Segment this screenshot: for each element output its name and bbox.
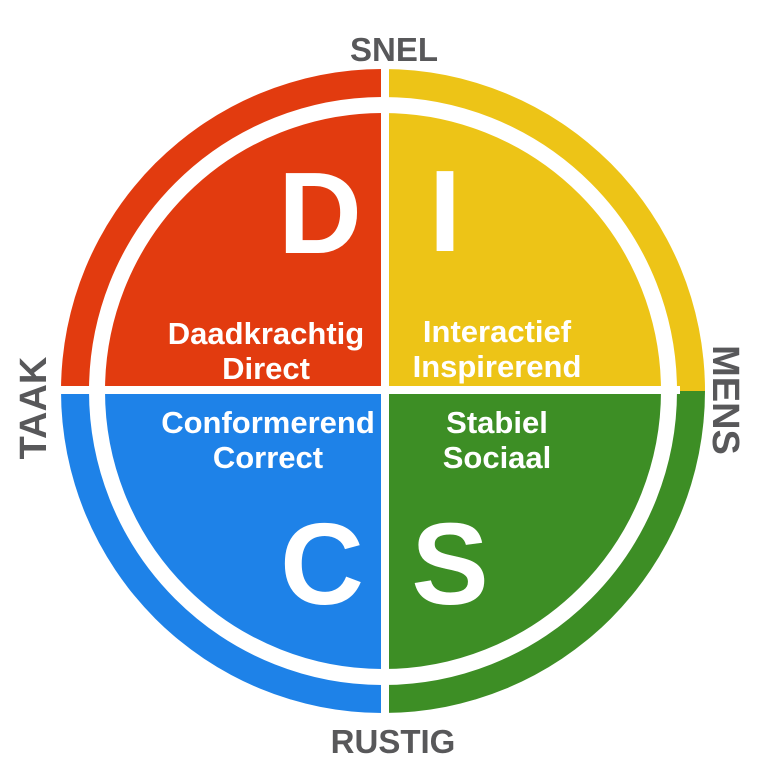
letter-i: I — [429, 146, 461, 276]
axis-label-left-taak: TAAK — [13, 356, 55, 459]
trait-daadkrachtig: Daadkrachtig — [168, 316, 364, 351]
letter-d: D — [278, 148, 362, 278]
quadrant-s-bottom-right — [383, 391, 705, 713]
letter-c: C — [280, 499, 364, 629]
trait-conformerend: Conformerend — [161, 405, 375, 440]
quadrant-c-bottom-left — [61, 391, 383, 713]
trait-stabiel: Stabiel — [446, 405, 548, 440]
trait-inspirerend: Inspirerend — [413, 349, 582, 384]
letter-s: S — [411, 499, 488, 629]
trait-sociaal: Sociaal — [443, 440, 552, 475]
quadrant-i-top-right — [383, 69, 705, 391]
quadrant-d-top-left — [61, 69, 383, 391]
axis-label-right-mens: MENS — [704, 345, 746, 455]
trait-interactief: Interactief — [423, 314, 572, 349]
axis-label-top-snel: SNEL — [350, 31, 438, 68]
trait-correct: Correct — [213, 440, 323, 475]
trait-direct: Direct — [222, 351, 310, 386]
axis-label-bottom-rustig: RUSTIG — [331, 723, 456, 760]
horizontal-divider — [58, 386, 680, 394]
